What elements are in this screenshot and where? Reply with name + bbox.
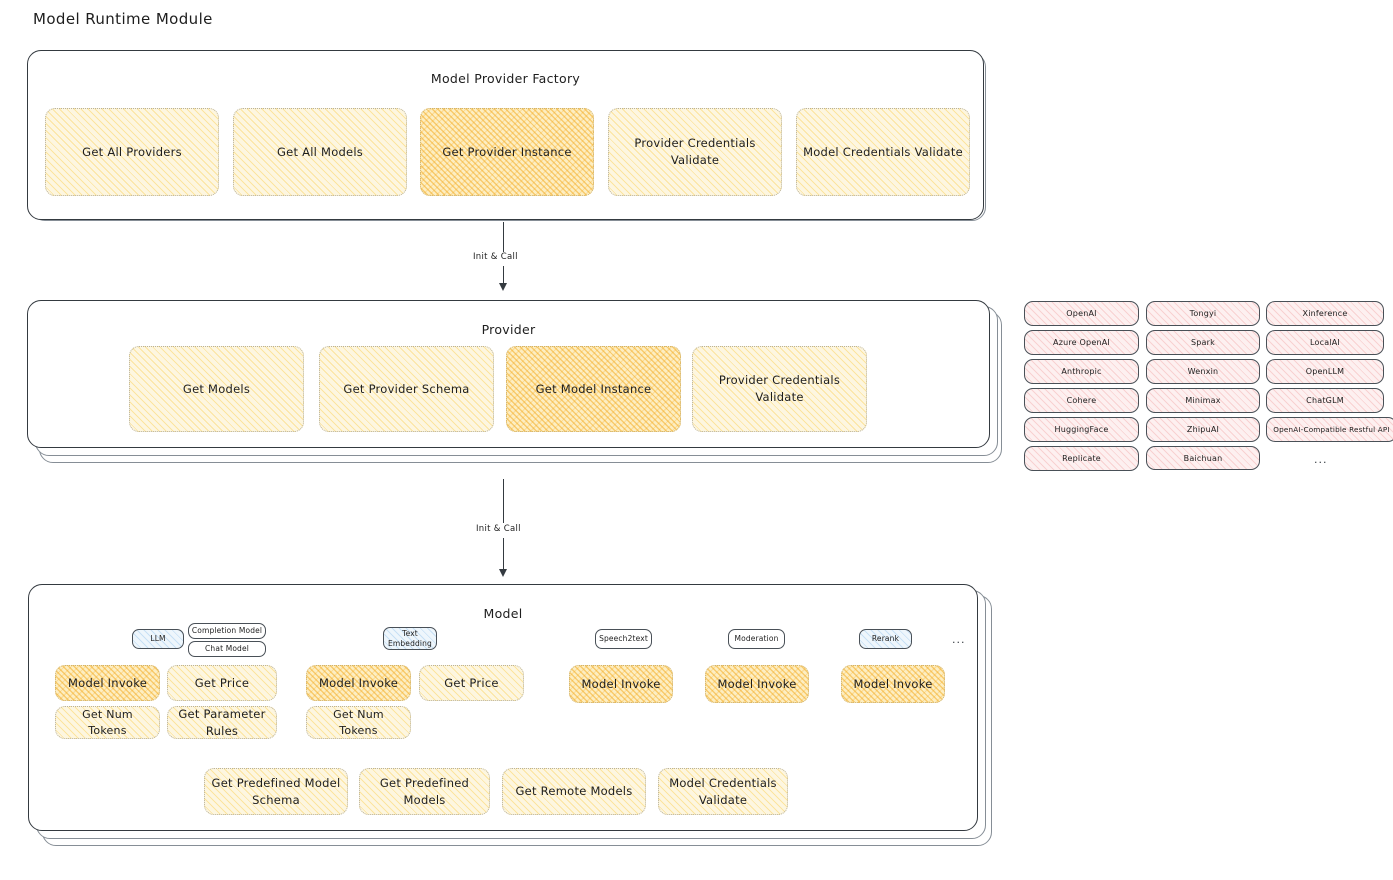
provider-list: OpenAI Azure OpenAI Anthropic Cohere Hug… — [1024, 300, 1393, 475]
provider-chip-azure-openai[interactable]: Azure OpenAI — [1024, 330, 1139, 355]
factory-box-get-all-providers[interactable]: Get All Providers — [45, 108, 219, 196]
arrow-factory-to-provider-head — [499, 283, 507, 291]
page-title: Model Runtime Module — [33, 10, 213, 28]
model-box-speech2text-model-invoke[interactable]: Model Invoke — [569, 665, 673, 703]
provider-chip-huggingface[interactable]: HuggingFace — [1024, 417, 1139, 442]
model-box-get-predefined-models[interactable]: Get Predefined Models — [359, 768, 490, 815]
provider-box-get-model-instance[interactable]: Get Model Instance — [506, 346, 681, 432]
provider-chip-replicate[interactable]: Replicate — [1024, 446, 1139, 471]
model-types-more: ... — [952, 633, 966, 646]
provider-list-more: ... — [1314, 453, 1328, 466]
factory-box-model-credentials-validate[interactable]: Model Credentials Validate — [796, 108, 970, 196]
provider-chip-openllm[interactable]: OpenLLM — [1266, 359, 1384, 384]
arrow-provider-to-model-label: Init & Call — [476, 524, 521, 534]
model-box-llm-get-price[interactable]: Get Price — [167, 665, 277, 701]
provider-chip-cohere[interactable]: Cohere — [1024, 388, 1139, 413]
provider-chip-xinference[interactable]: Xinference — [1266, 301, 1384, 326]
arrow-provider-to-model-line-top — [503, 479, 505, 523]
provider-chip-openai[interactable]: OpenAI — [1024, 301, 1139, 326]
provider-chip-baichuan[interactable]: Baichuan — [1146, 446, 1260, 470]
model-provider-factory-group: Model Provider Factory Get All Providers… — [27, 50, 984, 220]
provider-chip-anthropic[interactable]: Anthropic — [1024, 359, 1139, 384]
provider-chip-zhipuai[interactable]: ZhipuAI — [1146, 417, 1260, 442]
model-title: Model — [483, 606, 523, 621]
model-badge-speech2text[interactable]: Speech2text — [595, 629, 652, 649]
provider-box-provider-credentials-validate[interactable]: Provider Credentials Validate — [692, 346, 867, 432]
provider-chip-minimax[interactable]: Minimax — [1146, 388, 1260, 413]
factory-box-get-all-models[interactable]: Get All Models — [233, 108, 407, 196]
model-badge-llm[interactable]: LLM — [132, 629, 184, 649]
factory-box-get-provider-instance[interactable]: Get Provider Instance — [420, 108, 594, 196]
arrow-provider-to-model-line-bottom — [503, 538, 505, 570]
provider-chip-wenxin[interactable]: Wenxin — [1146, 359, 1260, 384]
model-badge-completion-model[interactable]: Completion Model — [188, 623, 266, 639]
model-group: Model LLM Completion Model Chat Model Mo… — [28, 584, 978, 831]
arrow-provider-to-model-head — [499, 569, 507, 577]
provider-chip-localai[interactable]: LocalAI — [1266, 330, 1384, 355]
model-box-rerank-model-invoke[interactable]: Model Invoke — [841, 665, 945, 703]
provider-chip-spark[interactable]: Spark — [1146, 330, 1260, 355]
model-box-llm-model-invoke[interactable]: Model Invoke — [55, 665, 160, 701]
provider-chip-openai-compatible-restful-api[interactable]: OpenAI-Compatible Restful API — [1266, 417, 1393, 442]
model-box-get-predefined-model-schema[interactable]: Get Predefined Model Schema — [204, 768, 348, 815]
provider-chip-tongyi[interactable]: Tongyi — [1146, 301, 1260, 326]
model-box-text-embedding-model-invoke[interactable]: Model Invoke — [306, 665, 411, 701]
model-box-model-credentials-validate[interactable]: Model Credentials Validate — [658, 768, 788, 815]
provider-box-get-models[interactable]: Get Models — [129, 346, 304, 432]
factory-box-provider-credentials-validate[interactable]: Provider Credentials Validate — [608, 108, 782, 196]
model-badge-text-embedding[interactable]: Text Embedding — [383, 627, 437, 650]
model-box-llm-get-num-tokens[interactable]: Get Num Tokens — [55, 706, 160, 739]
provider-chip-chatglm[interactable]: ChatGLM — [1266, 388, 1384, 413]
model-box-text-embedding-get-price[interactable]: Get Price — [419, 665, 524, 701]
model-badge-rerank[interactable]: Rerank — [859, 629, 912, 649]
provider-box-get-provider-schema[interactable]: Get Provider Schema — [319, 346, 494, 432]
model-box-get-remote-models[interactable]: Get Remote Models — [502, 768, 646, 815]
factory-title: Model Provider Factory — [430, 71, 581, 86]
provider-group: Provider Get Models Get Provider Schema … — [27, 300, 990, 448]
provider-title: Provider — [481, 322, 536, 337]
arrow-factory-to-provider-line-top — [503, 222, 505, 252]
model-box-moderation-model-invoke[interactable]: Model Invoke — [705, 665, 809, 703]
model-box-llm-get-parameter-rules[interactable]: Get Parameter Rules — [167, 706, 277, 739]
arrow-factory-to-provider-label: Init & Call — [473, 252, 518, 262]
model-badge-moderation[interactable]: Moderation — [728, 629, 785, 649]
model-badge-chat-model[interactable]: Chat Model — [188, 641, 266, 657]
model-box-text-embedding-get-num-tokens[interactable]: Get Num Tokens — [306, 706, 411, 739]
arrow-factory-to-provider-line-bottom — [503, 266, 505, 284]
